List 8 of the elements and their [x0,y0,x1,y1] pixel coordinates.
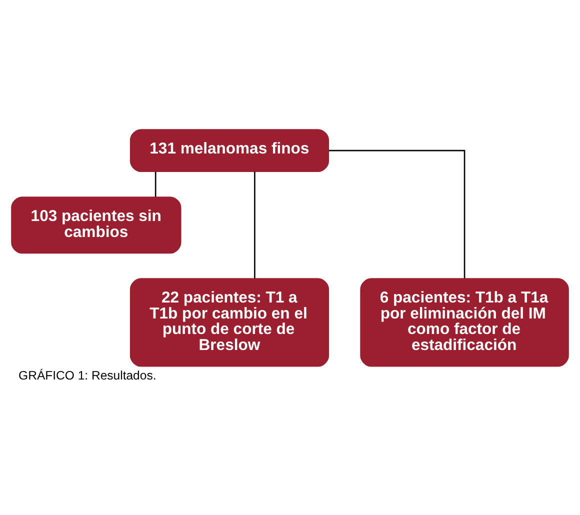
node-box: 6 pacientes: T1b a T1a por eliminación del IM como factor de estadificación [360,278,569,366]
node-box: 131 melanomas finos [130,128,330,172]
connector [154,171,156,196]
connector [328,149,466,278]
caption: GRÁFICO 1: Resultados. [18,368,156,382]
node-box: 103 pacientes sin cambios [11,196,182,254]
connector [254,171,256,278]
node-box: 22 pacientes: T1 a T1b por cambio en el punto de corte de Breslow [130,278,330,366]
